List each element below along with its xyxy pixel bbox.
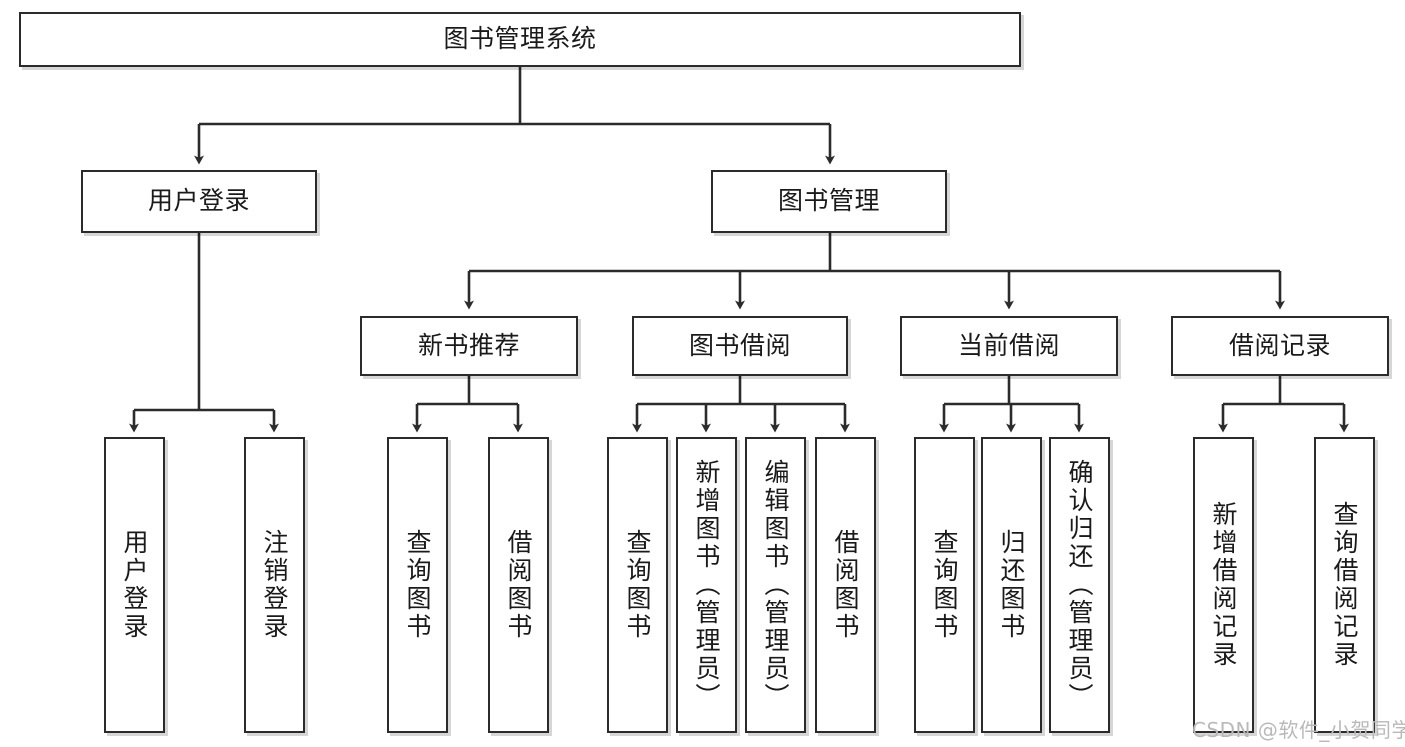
node-label: 图书管理系统 <box>443 24 597 54</box>
node-label: 注销登录 <box>260 529 289 641</box>
node-label: 确认归还（管理员） <box>1065 459 1094 711</box>
leaf-query-book-borrow[interactable]: 查询图书 <box>607 437 668 733</box>
node-label: 借阅图书 <box>504 529 533 641</box>
node-label: 借阅记录 <box>1228 330 1331 360</box>
node-root-book-management-system[interactable]: 图书管理系统 <box>19 12 1021 67</box>
node-label: 用户登录 <box>147 186 250 216</box>
node-label: 用户登录 <box>120 529 149 641</box>
node-book-management[interactable]: 图书管理 <box>711 170 947 233</box>
node-borrow-records[interactable]: 借阅记录 <box>1171 316 1389 376</box>
leaf-user-login[interactable]: 用户登录 <box>104 437 165 733</box>
node-label: 当前借阅 <box>957 330 1060 360</box>
leaf-query-borrow-record[interactable]: 查询借阅记录 <box>1314 437 1375 733</box>
node-label: 编辑图书（管理员） <box>761 459 790 711</box>
leaf-borrow-book[interactable]: 借阅图书 <box>815 437 876 733</box>
csdn-watermark: CSDN @软件_小贺同学 <box>1192 718 1405 742</box>
leaf-confirm-return-admin[interactable]: 确认归还（管理员） <box>1049 437 1110 733</box>
node-label: 查询图书 <box>403 529 432 641</box>
node-label: 新增借阅记录 <box>1209 501 1238 669</box>
leaf-user-logout[interactable]: 注销登录 <box>244 437 305 733</box>
node-label: 新书推荐 <box>417 330 520 360</box>
node-label: 查询图书 <box>930 529 959 641</box>
node-book-borrow[interactable]: 图书借阅 <box>632 316 848 376</box>
leaf-add-book-admin[interactable]: 新增图书（管理员） <box>676 437 737 733</box>
leaf-return-book[interactable]: 归还图书 <box>981 437 1042 733</box>
node-label: 图书借阅 <box>688 330 791 360</box>
leaf-query-book-current[interactable]: 查询图书 <box>914 437 975 733</box>
node-label: 借阅图书 <box>831 529 860 641</box>
node-label: 查询图书 <box>623 529 652 641</box>
node-label: 归还图书 <box>997 529 1026 641</box>
node-user-login[interactable]: 用户登录 <box>81 170 317 233</box>
node-label: 图书管理 <box>777 186 880 216</box>
leaf-query-book-recommend[interactable]: 查询图书 <box>387 437 448 733</box>
leaf-add-borrow-record[interactable]: 新增借阅记录 <box>1193 437 1254 733</box>
node-current-borrow[interactable]: 当前借阅 <box>900 316 1118 376</box>
leaf-borrow-book-recommend[interactable]: 借阅图书 <box>488 437 549 733</box>
node-label: 查询借阅记录 <box>1330 501 1359 669</box>
leaf-edit-book-admin[interactable]: 编辑图书（管理员） <box>745 437 806 733</box>
node-new-book-recommend[interactable]: 新书推荐 <box>360 316 578 376</box>
node-label: 新增图书（管理员） <box>692 459 721 711</box>
